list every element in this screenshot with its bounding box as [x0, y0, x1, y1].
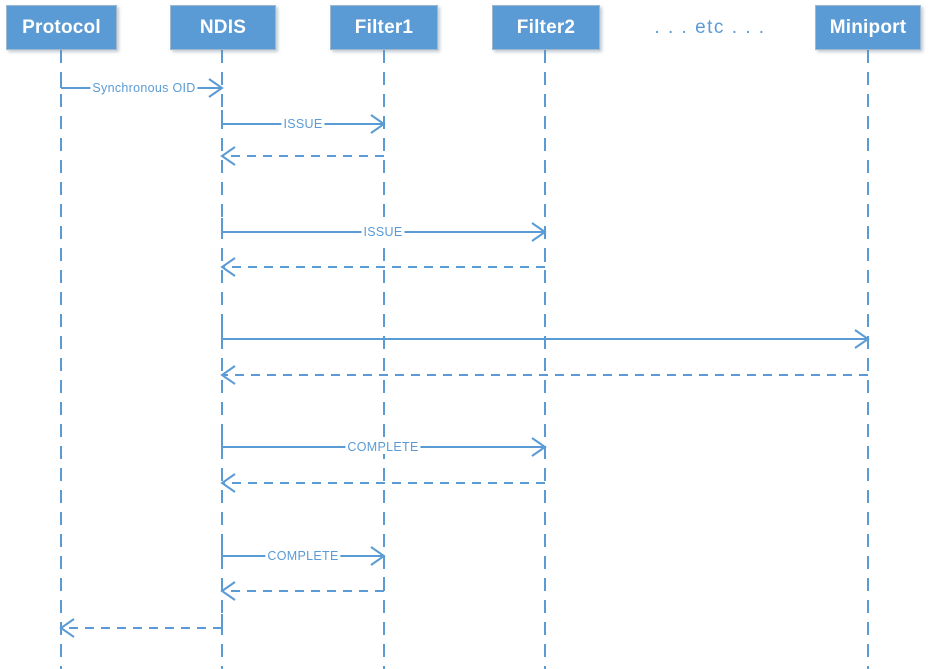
message-arrowhead: [531, 437, 547, 457]
message-m5[interactable]: [220, 253, 546, 277]
message-label-m8: COMPLETE: [345, 440, 421, 454]
message-m12[interactable]: [59, 614, 223, 638]
message-m6[interactable]: [221, 325, 870, 349]
message-label-m10: COMPLETE: [265, 549, 341, 563]
message-arrowhead: [208, 78, 224, 98]
messages-layer: [59, 74, 870, 638]
message-arrowhead: [59, 618, 75, 638]
message-label-m1: Synchronous OID: [90, 81, 198, 95]
message-label-m2: ISSUE: [281, 117, 325, 131]
lifelines-layer: [60, 50, 869, 669]
actor-protocol[interactable]: Protocol: [6, 5, 117, 50]
message-arrowhead: [220, 257, 236, 277]
message-m11[interactable]: [220, 577, 385, 601]
actor-etc[interactable]: . . . etc . . .: [654, 16, 766, 38]
message-arrowhead: [220, 365, 236, 385]
message-arrowhead: [370, 114, 386, 134]
message-m7[interactable]: [220, 361, 869, 385]
message-m3[interactable]: [220, 142, 385, 166]
actor-filter2[interactable]: Filter2: [492, 5, 600, 50]
actor-filter1[interactable]: Filter1: [330, 5, 438, 50]
message-arrowhead: [220, 146, 236, 166]
message-m9[interactable]: [220, 469, 546, 493]
message-label-m4: ISSUE: [361, 225, 405, 239]
message-arrowhead: [220, 581, 236, 601]
actor-ndis[interactable]: NDIS: [170, 5, 276, 50]
message-arrowhead: [531, 222, 547, 242]
message-arrowhead: [220, 473, 236, 493]
actor-miniport[interactable]: Miniport: [815, 5, 921, 50]
message-arrowhead: [370, 546, 386, 566]
message-arrowhead: [854, 329, 870, 349]
